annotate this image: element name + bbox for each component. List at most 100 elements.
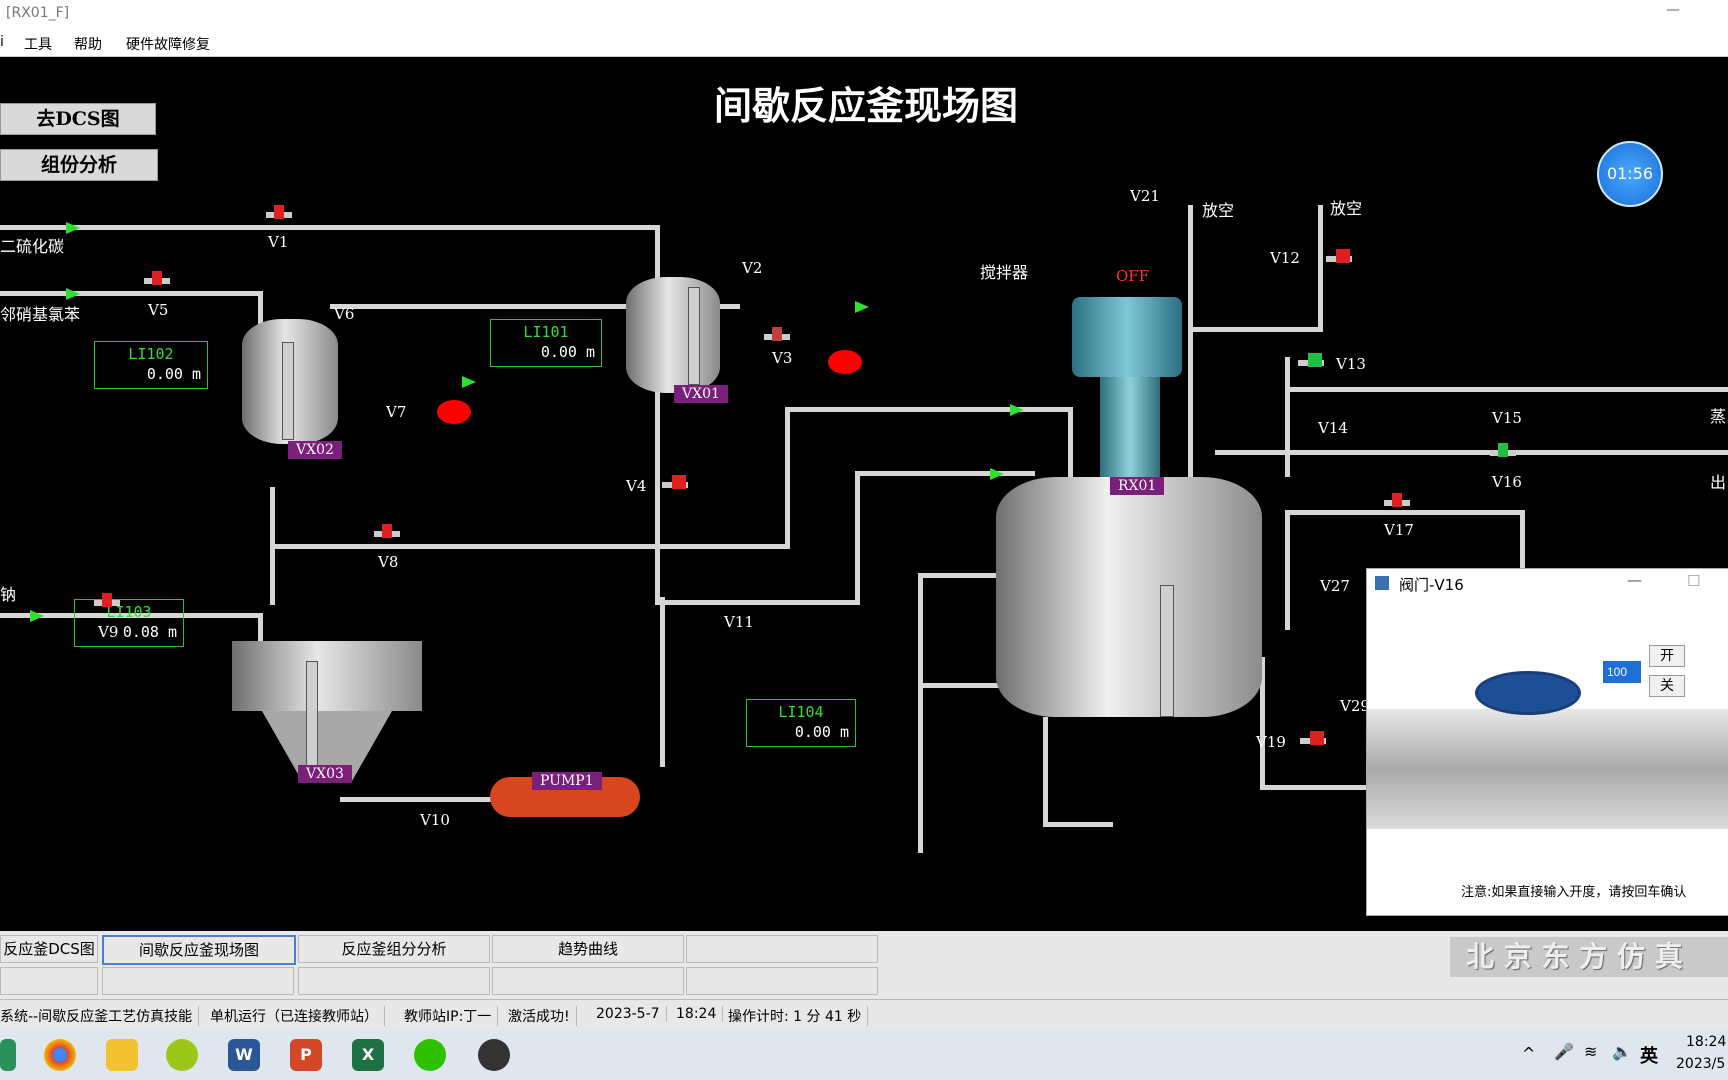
app-icon[interactable] bbox=[0, 1039, 16, 1071]
valve-icon[interactable] bbox=[658, 473, 692, 495]
menu-item-partial[interactable]: i bbox=[0, 34, 4, 50]
valve-label-v21: V21 bbox=[1130, 187, 1160, 205]
wechat-icon[interactable] bbox=[414, 1039, 446, 1071]
gauge-li104: LI104 0.00 m bbox=[746, 699, 856, 747]
tag-vx01: VX01 bbox=[674, 385, 728, 403]
dialog-header: 阀门-V16 — ☐ bbox=[1367, 569, 1728, 597]
stirrer-motor[interactable] bbox=[1072, 297, 1182, 377]
timer-badge: 01:56 bbox=[1597, 141, 1663, 207]
stirrer-label: 搅拌器 bbox=[980, 263, 1029, 282]
clock-time[interactable]: 18:24 bbox=[1686, 1034, 1727, 1050]
valve-label-v10: V10 bbox=[420, 811, 450, 829]
tab-empty[interactable] bbox=[686, 935, 878, 963]
valve-illustration bbox=[1367, 709, 1728, 829]
vent-label-1: 放空 bbox=[1202, 201, 1235, 220]
window-icon bbox=[1375, 576, 1389, 590]
status-activation: 激活成功! bbox=[508, 1006, 577, 1026]
valve-icon[interactable] bbox=[90, 591, 124, 613]
valve-icon[interactable] bbox=[760, 325, 794, 347]
window-titlebar: [RX01_F] — bbox=[0, 0, 1728, 28]
valve-label-v3: V3 bbox=[772, 349, 793, 367]
vx01-level-bar bbox=[688, 287, 700, 385]
close-button[interactable]: 关 bbox=[1649, 675, 1685, 697]
vent-label-2: 放空 bbox=[1330, 199, 1363, 218]
valve-icon[interactable] bbox=[1322, 247, 1356, 269]
valve-icon[interactable] bbox=[140, 269, 174, 291]
tab-dcs[interactable]: 反应釜DCS图 bbox=[0, 935, 98, 963]
status-indicator bbox=[437, 400, 471, 424]
goto-dcs-button[interactable]: 去DCS图 bbox=[0, 103, 156, 135]
wifi-icon[interactable]: ≋ bbox=[1584, 1042, 1598, 1061]
valve-label-v5: V5 bbox=[148, 301, 169, 319]
minimize-icon[interactable]: — bbox=[1666, 2, 1680, 18]
valve-label-v29: V29 bbox=[1340, 697, 1370, 715]
tab-empty[interactable] bbox=[0, 967, 98, 995]
status-system: 系统--间歇反应釜工艺仿真技能 bbox=[0, 1006, 200, 1026]
file-explorer-icon[interactable] bbox=[106, 1039, 138, 1071]
word-icon[interactable]: W bbox=[228, 1039, 260, 1071]
chevron-up-icon[interactable]: ^ bbox=[1522, 1044, 1536, 1063]
tab-empty[interactable] bbox=[686, 967, 878, 995]
dialog-note: 注意:如果直接输入开度，请按回车确认 bbox=[1461, 885, 1687, 900]
open-button[interactable]: 开 bbox=[1649, 645, 1685, 667]
minimize-icon[interactable]: — bbox=[1627, 571, 1642, 589]
tab-empty[interactable] bbox=[492, 967, 684, 995]
ime-indicator[interactable]: 英 bbox=[1640, 1046, 1658, 1067]
valve-label-v17: V17 bbox=[1384, 521, 1414, 539]
gauge-li103: LI103 0.08 m bbox=[74, 599, 184, 647]
valve-icon[interactable] bbox=[262, 203, 296, 225]
microphone-icon[interactable]: 🎤 bbox=[1554, 1042, 1574, 1061]
feed-onb-label: 邻硝基氯苯 bbox=[0, 305, 81, 324]
valve-label-v12: V12 bbox=[1270, 249, 1300, 267]
taskbar: W P X ^ 🎤 ≋ 🔈 英 18:24 2023/5 bbox=[0, 1030, 1728, 1080]
status-teacher: 教师站IP:丁一 bbox=[404, 1006, 499, 1026]
dialog-title: 阀门-V16 bbox=[1399, 576, 1464, 594]
window-title: [RX01_F] bbox=[6, 5, 70, 21]
component-analysis-button[interactable]: 组份分析 bbox=[0, 149, 158, 181]
tab-field-view[interactable]: 间歇反应釜现场图 bbox=[102, 935, 296, 965]
vx03-level-bar bbox=[306, 661, 318, 767]
tab-empty[interactable] bbox=[298, 967, 490, 995]
outlet-label: 出 bbox=[1710, 473, 1727, 492]
excel-icon[interactable]: X bbox=[352, 1039, 384, 1071]
valve-dialog: 阀门-V16 — ☐ 开 关 注意:如果直接输入开度，请按回车确认 bbox=[1366, 568, 1728, 916]
volume-icon[interactable]: 🔈 bbox=[1612, 1042, 1632, 1061]
status-bar: 系统--间歇反应釜工艺仿真技能 单机运行（已连接教师站） 教师站IP:丁一 激活… bbox=[0, 999, 1728, 1030]
feed-cs2-label: 二硫化碳 bbox=[0, 237, 65, 256]
tag-rx01: RX01 bbox=[1110, 477, 1165, 495]
valve-label-v7: V7 bbox=[386, 403, 407, 421]
menu-item-help[interactable]: 帮助 bbox=[74, 37, 102, 53]
valve-label-v19: V19 bbox=[1256, 733, 1286, 751]
tab-analysis[interactable]: 反应釜组分分析 bbox=[298, 935, 490, 963]
app-icon[interactable] bbox=[478, 1039, 510, 1071]
valve-label-v13: V13 bbox=[1336, 355, 1366, 373]
vx02-level-bar bbox=[282, 342, 294, 440]
powerpoint-icon[interactable]: P bbox=[290, 1039, 322, 1071]
valve-icon[interactable] bbox=[1294, 351, 1328, 373]
status-op-timer: 操作计时: 1 分 41 秒 bbox=[728, 1006, 869, 1026]
valve-label-v27: V27 bbox=[1320, 577, 1350, 595]
valve-icon[interactable] bbox=[370, 522, 404, 544]
valve-label-v14: V14 bbox=[1318, 419, 1348, 437]
menu-item-hardware-repair[interactable]: 硬件故障修复 bbox=[126, 37, 210, 53]
page-title: 间歇反应釜现场图 bbox=[714, 83, 1019, 128]
app-icon[interactable] bbox=[166, 1039, 198, 1071]
chrome-icon[interactable] bbox=[44, 1039, 76, 1071]
tab-empty[interactable] bbox=[102, 967, 294, 995]
valve-icon[interactable] bbox=[1486, 441, 1520, 463]
gauge-li101: LI101 0.00 m bbox=[490, 319, 602, 367]
tag-vx02: VX02 bbox=[288, 441, 342, 459]
clock-date[interactable]: 2023/5 bbox=[1676, 1056, 1726, 1072]
valve-label-v9: V9 bbox=[98, 623, 119, 641]
tab-trend[interactable]: 趋势曲线 bbox=[492, 935, 684, 963]
tank-vx01 bbox=[626, 277, 720, 393]
stirrer-state[interactable]: OFF bbox=[1116, 267, 1150, 285]
valve-label-v16: V16 bbox=[1492, 473, 1522, 491]
menu-item-tools[interactable]: 工具 bbox=[24, 37, 52, 53]
maximize-icon[interactable]: ☐ bbox=[1687, 572, 1701, 590]
valve-icon[interactable] bbox=[1296, 729, 1330, 751]
valve-label-v15: V15 bbox=[1492, 409, 1522, 427]
valve-opening-input[interactable] bbox=[1603, 661, 1641, 683]
gauge-li102: LI102 0.00 m bbox=[94, 341, 208, 389]
valve-icon[interactable] bbox=[1380, 491, 1414, 513]
